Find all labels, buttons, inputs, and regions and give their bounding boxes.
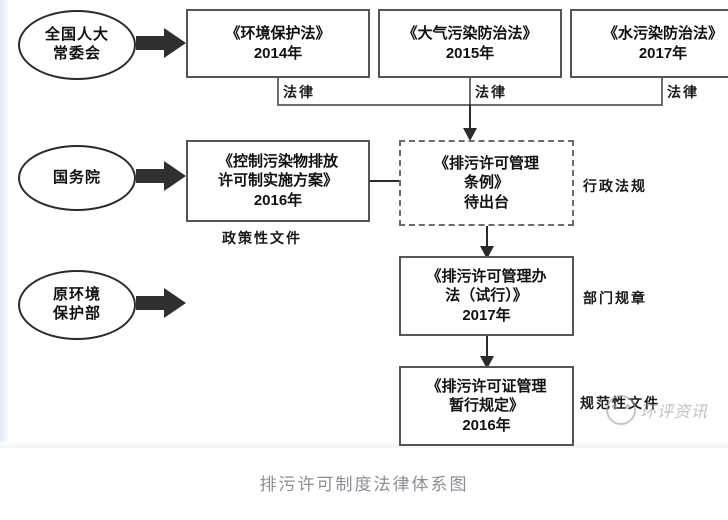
department-rule-year: 2017年 [462, 306, 511, 324]
arrowhead-bus-to-regulation [463, 128, 477, 141]
connector-policy-to-regulation [370, 180, 402, 182]
law-year: 2014年 [253, 44, 303, 62]
connector-department-rule-to-normative [486, 336, 488, 360]
law-title: 《环境保护法》 [225, 25, 331, 42]
authority-state-council: 国务院 [18, 145, 136, 211]
connector-law2-drop [469, 78, 471, 106]
law-title: 《水污染防治法》 [602, 25, 723, 42]
regulation-line1: 《排污许可管理 [433, 154, 539, 172]
tier-label-law-1: 法律 [283, 85, 315, 101]
authority-former-mep: 原环境 保护部 [18, 270, 136, 340]
regulation-line2: 条例》 [463, 174, 509, 192]
authority-npc-label-line1: 全国人大 [44, 26, 109, 44]
law-box-air-pollution: 《大气污染防治法》 2015年 [378, 9, 562, 78]
law-title: 《大气污染防治法》 [402, 25, 538, 42]
diagram-canvas: 全国人大 常委会 《环境保护法》 2014年 《大气污染防治法》 2015年 《… [0, 0, 728, 448]
arrow-mep-to-department-rule [136, 288, 186, 318]
figure-caption: 排污许可制度法律体系图 [259, 475, 469, 494]
watermark: 环评资讯 [606, 395, 708, 425]
policy-document-box: 《控制污染物排放 许可制实施方案》 2016年 [186, 140, 370, 222]
law-box-environmental-protection: 《环境保护法》 2014年 [186, 9, 370, 78]
arrowhead-regulation-to-department-rule [480, 246, 494, 259]
tier-label-law-2: 法律 [475, 85, 507, 101]
authority-npc-standing-committee: 全国人大 常委会 [18, 10, 136, 80]
authority-mep-label-line1: 原环境 [52, 286, 101, 304]
department-rule-line2: 法（试行）》 [445, 287, 528, 305]
department-rule-line1: 《排污许可管理办 [426, 267, 547, 285]
law-year: 2017年 [638, 44, 688, 62]
arrowhead-department-rule-to-normative [480, 356, 494, 369]
tier-label-regulation: 行政法规 [583, 179, 647, 195]
policy-document-line1: 《控制污染物排放 [217, 152, 338, 170]
connector-bus-to-regulation [469, 104, 471, 132]
authority-npc-label-line2: 常委会 [52, 45, 101, 62]
panda-logo-icon [606, 395, 636, 425]
watermark-text: 环评资讯 [640, 402, 709, 421]
connector-regulation-to-department-rule [486, 226, 488, 250]
law-box-water-pollution: 《水污染防治法》 2017年 [570, 9, 728, 78]
policy-document-line2: 许可制实施方案》 [217, 172, 338, 190]
authority-state-council-label: 国务院 [52, 168, 101, 186]
normative-document-box: 《排污许可证管理 暂行规定》 2016年 [399, 366, 574, 446]
page-tint-bottom [0, 442, 728, 448]
law-year: 2015年 [445, 44, 495, 62]
tier-label-department-rule: 部门规章 [583, 291, 647, 307]
regulation-status: 待出台 [463, 193, 509, 211]
page-tint-left [0, 0, 10, 448]
regulation-box-pending: 《排污许可管理 条例》 待出台 [399, 140, 574, 226]
authority-mep-label-line2: 保护部 [52, 305, 101, 322]
policy-document-year: 2016年 [253, 191, 303, 209]
normative-document-year: 2016年 [462, 416, 511, 434]
normative-document-line2: 暂行规定》 [448, 397, 524, 415]
tier-label-policy-document: 政策性文件 [222, 231, 302, 247]
normative-document-line1: 《排污许可证管理 [426, 377, 547, 395]
arrow-npc-to-laws [136, 28, 186, 58]
connector-law1-drop [277, 78, 279, 106]
department-rule-box: 《排污许可管理办 法（试行）》 2017年 [399, 256, 574, 336]
tier-label-law-3: 法律 [667, 85, 699, 101]
connector-law3-drop [661, 78, 663, 106]
arrow-state-council-to-policy [136, 161, 186, 191]
